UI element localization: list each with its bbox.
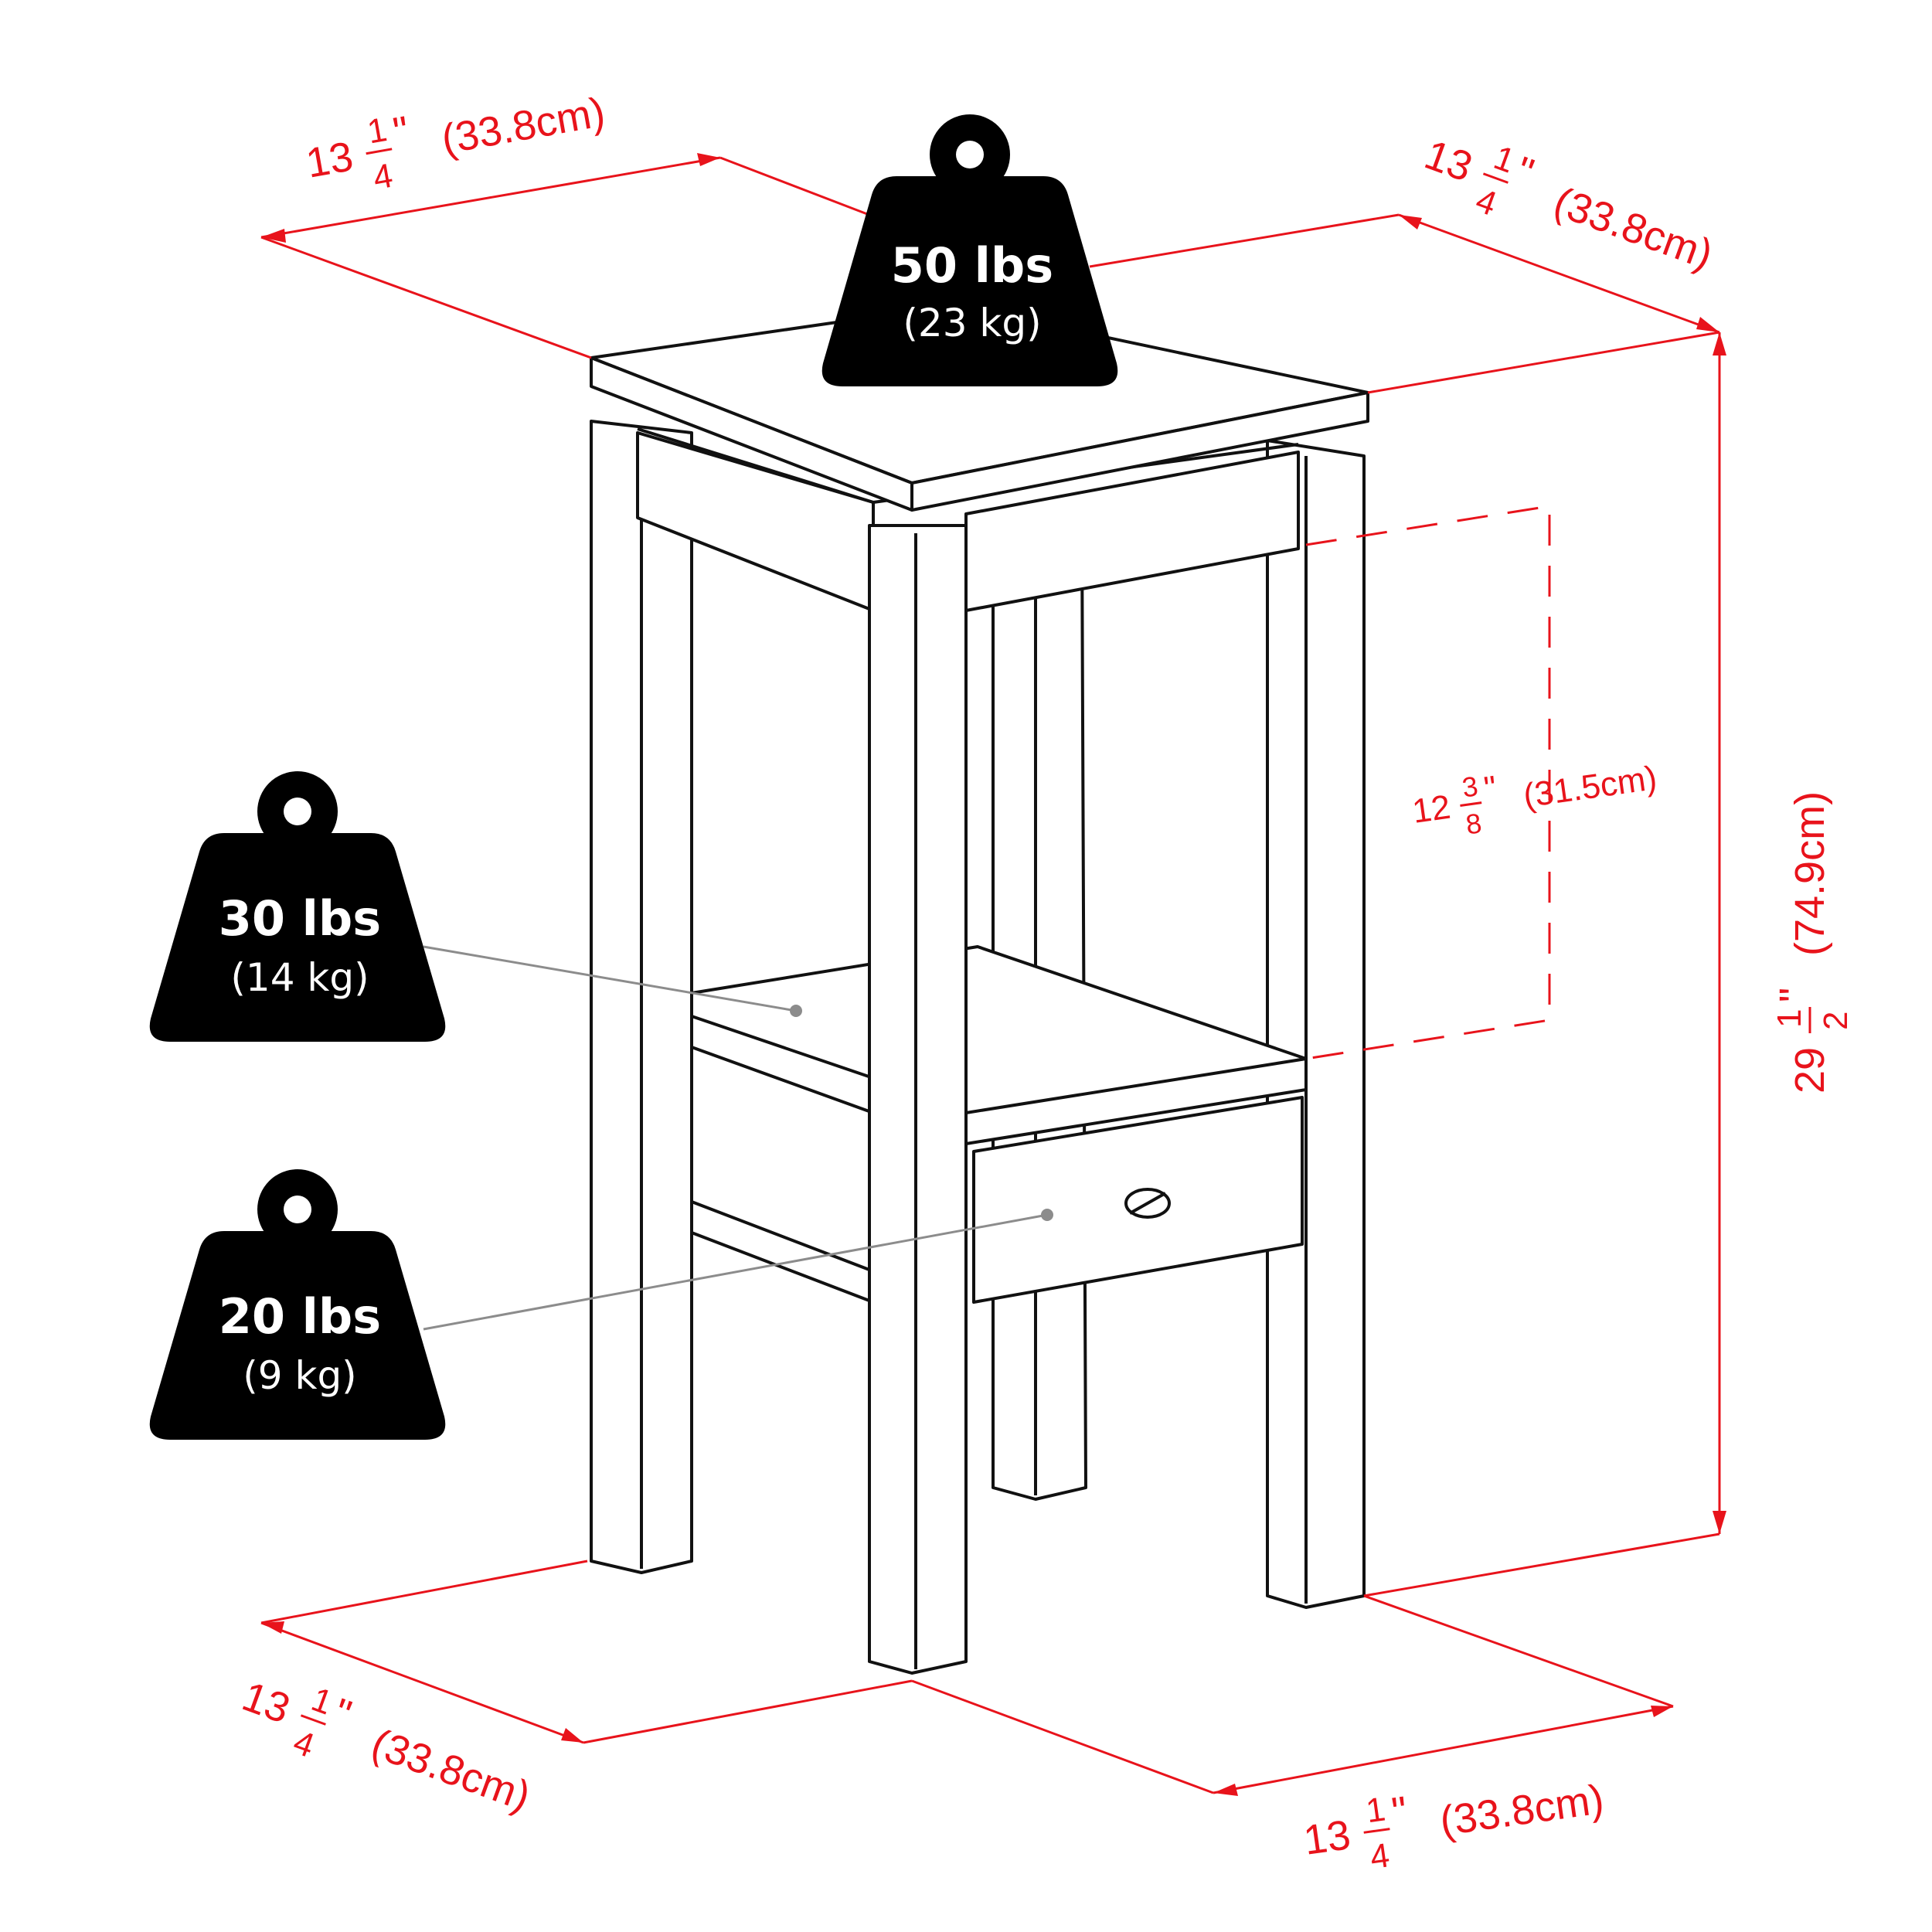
dim-denominator: 4 — [1368, 1836, 1392, 1876]
dim-denominator: 4 — [288, 1723, 319, 1765]
dim-denominator: 4 — [370, 157, 396, 198]
weight-badge-top: 50 lbs (23 kg) — [821, 114, 1118, 386]
dim-inch-mark: " — [1389, 1788, 1410, 1836]
dim-whole: 12 — [1410, 788, 1453, 831]
dimension-label-top-right: 13 1 4 " (33.8cm) — [1419, 131, 1719, 278]
dim-whole: 13 — [1301, 1811, 1353, 1864]
dim-whole: 29 — [1787, 1047, 1833, 1094]
dim-whole: 13 — [236, 1673, 296, 1733]
weight-top-kg: (23 kg) — [903, 301, 1041, 345]
weight-shelf-lbs: 30 lbs — [219, 890, 381, 947]
weight-drawer-kg: (9 kg) — [243, 1353, 356, 1398]
dim-numerator: 3 — [1460, 770, 1480, 803]
shelf-anchor-dot — [790, 1005, 802, 1017]
dim-inch-mark: " — [1771, 988, 1818, 1002]
weight-shelf-kg: (14 kg) — [230, 955, 369, 1000]
leg-right — [1266, 439, 1366, 1609]
dim-metric: (74.9cm) — [1787, 791, 1833, 956]
dim-metric: (33.8cm) — [438, 89, 608, 163]
dim-metric: (33.8cm) — [366, 1720, 536, 1820]
dim-denominator: 4 — [1471, 182, 1502, 223]
dim-numerator: 1 — [1364, 1790, 1388, 1830]
drawer-anchor-dot — [1041, 1209, 1053, 1221]
dim-metric: (31.5cm) — [1521, 759, 1659, 815]
weight-top-lbs: 50 lbs — [891, 237, 1053, 294]
table-top-front-right — [910, 391, 1369, 512]
weight-badge-drawer: 20 lbs (9 kg) — [149, 1169, 446, 1440]
weight-badge-shelf: 30 lbs (14 kg) — [149, 771, 446, 1042]
dim-denominator: 2 — [1817, 1012, 1855, 1030]
dim-numerator: 1 — [365, 111, 390, 151]
dim-whole: 13 — [303, 133, 357, 187]
dim-inch-mark: " — [389, 107, 412, 155]
dim-metric: (33.8cm) — [1437, 1776, 1607, 1845]
dim-numerator: 1 — [1489, 138, 1520, 180]
dimension-lines — [260, 153, 1726, 1796]
dim-whole: 13 — [1419, 131, 1478, 191]
leg-front — [868, 524, 968, 1675]
dimension-label-height: 29 1 2 " (74.9cm) — [1770, 791, 1855, 1094]
weight-drawer-lbs: 20 lbs — [219, 1288, 381, 1345]
dimension-label-bottom-left: 13 1 4 " (33.8cm) — [236, 1673, 536, 1820]
dimension-label-top-left: 13 1 4 " (33.8cm) — [303, 89, 609, 198]
dimension-label-shelf-spacing: 12 3 8 " (31.5cm) — [1410, 759, 1659, 840]
dim-numerator: 1 — [1770, 1009, 1808, 1028]
dimension-label-bottom-right: 13 1 4 " (33.8cm) — [1301, 1776, 1607, 1876]
dim-metric: (33.8cm) — [1548, 179, 1719, 278]
end-table-drawing — [590, 304, 1369, 1675]
weight-leaders — [423, 945, 1053, 1331]
dim-inch-mark: " — [1481, 769, 1498, 808]
dim-denominator: 8 — [1464, 807, 1484, 840]
dim-numerator: 1 — [307, 1680, 338, 1722]
